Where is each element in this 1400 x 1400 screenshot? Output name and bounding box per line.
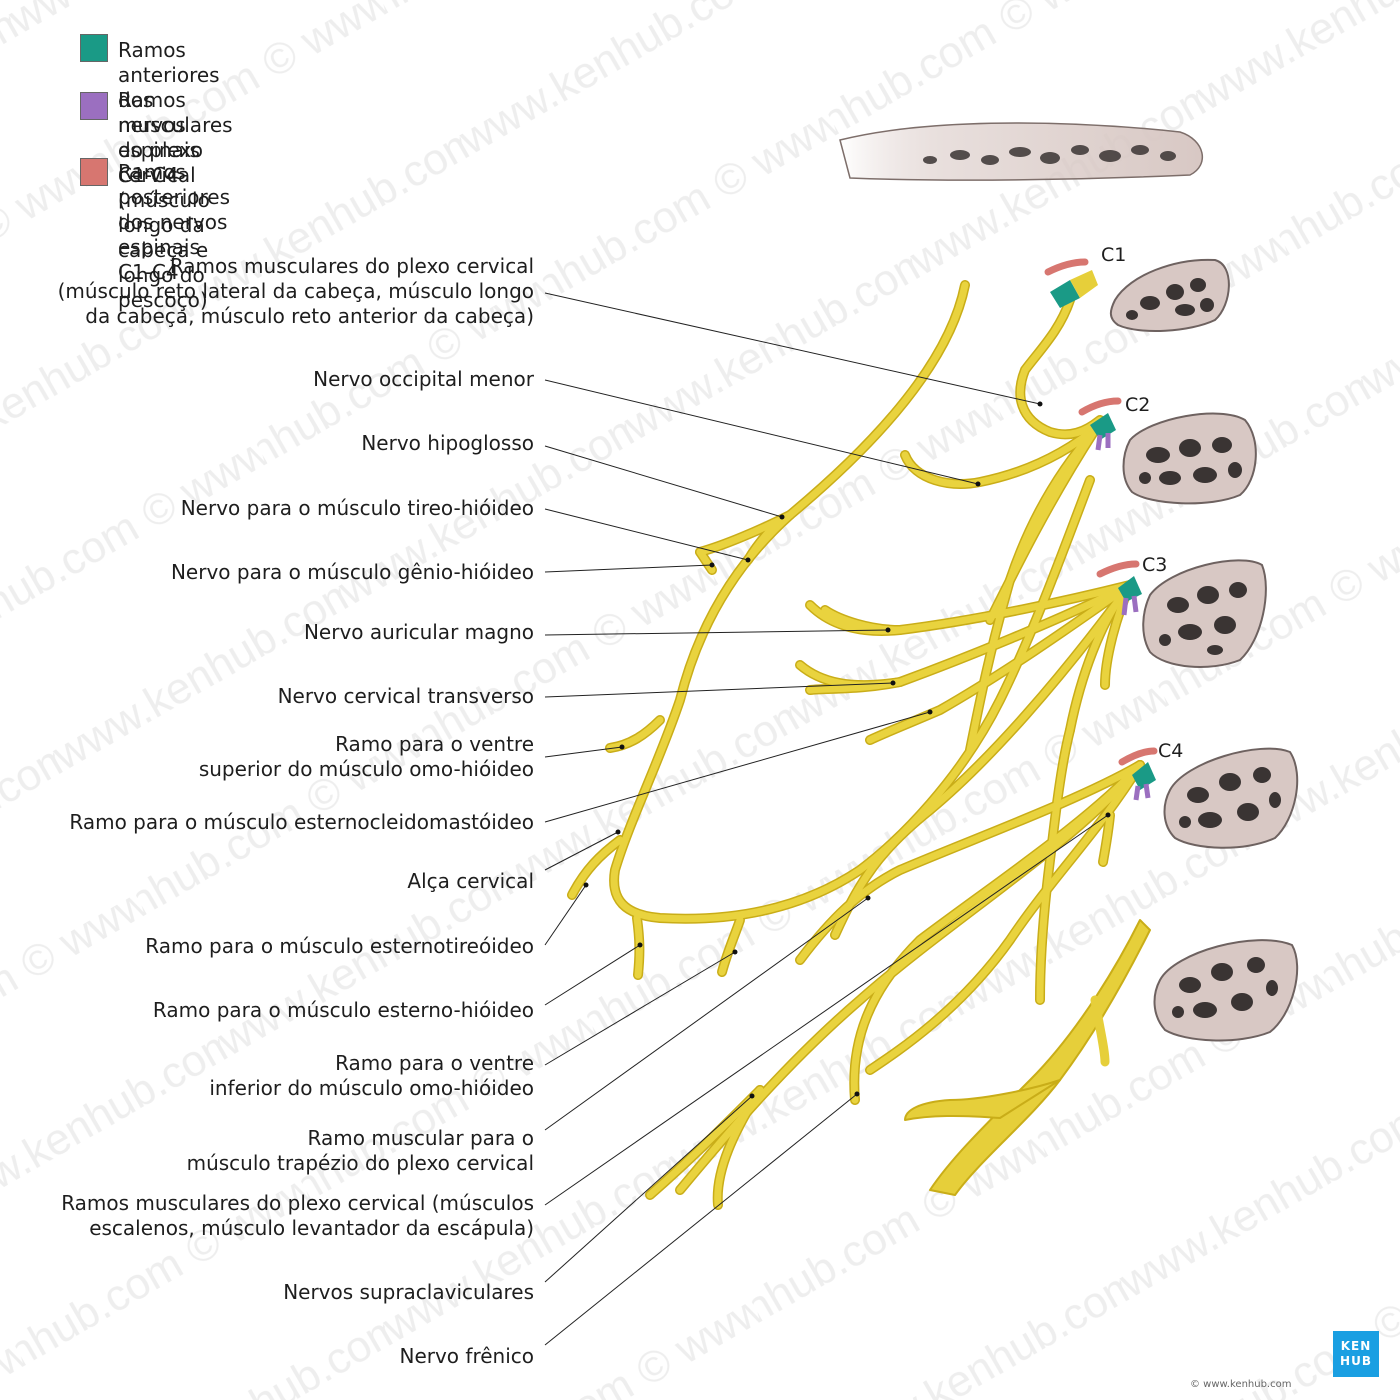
logo-line2: HUB xyxy=(1340,1354,1372,1368)
label-sternothyroid-branch: Ramo para o músculo esternotireóideo xyxy=(145,934,534,958)
legend-swatch-red xyxy=(80,158,108,186)
root-c3 xyxy=(1096,560,1142,616)
label-sternohyoid-branch: Ramo para o músculo esterno-hióideo xyxy=(152,998,534,1022)
nerve-network xyxy=(567,280,1151,1210)
label-phrenic-nerve: Nervo frênico xyxy=(399,1344,534,1368)
vertebra-label-c2: C2 xyxy=(1125,394,1151,416)
root-c2 xyxy=(1078,397,1122,451)
vertebra-c5 xyxy=(1153,939,1299,1042)
root-c1 xyxy=(1044,258,1098,308)
legend-label: Ramos posteriores dos nervos espinais C1… xyxy=(118,160,231,284)
label-ansa-cervicalis: Alça cervical xyxy=(407,869,534,893)
label-lesser-occipital-nerve: Nervo occipital menor xyxy=(313,367,534,391)
legend-swatch-purple xyxy=(80,92,108,120)
label-muscular-branches-rectus: Ramos musculares do plexo cervical (músc… xyxy=(57,254,534,328)
vertebra-label-c4: C4 xyxy=(1158,740,1184,762)
leader-lines xyxy=(544,292,1109,1346)
vertebra-label-c1: C1 xyxy=(1101,244,1127,266)
credit-text: © www.kenhub.com xyxy=(1190,1379,1292,1390)
legend-swatch-teal xyxy=(80,34,108,62)
skull-base-bone xyxy=(839,122,1204,181)
vertebra-c3 xyxy=(1142,559,1267,668)
label-sternocleidomastoid-branch: Ramo para o músculo esternocleidomastóid… xyxy=(69,810,534,834)
legend-label: Ramos anteriores dos nervos espinais C1-… xyxy=(118,38,220,187)
vertebra-c1 xyxy=(1109,258,1230,332)
label-transverse-cervical-nerve: Nervo cervical transverso xyxy=(277,684,534,708)
label-supraclavicular-nerves: Nervos supraclaviculares xyxy=(283,1280,534,1304)
label-hypoglossal-nerve: Nervo hipoglosso xyxy=(361,431,534,455)
vertebra-c2 xyxy=(1122,412,1257,505)
label-trapezius-branch: Ramo muscular para o músculo trapézio do… xyxy=(186,1126,534,1175)
label-thyrohyoid-nerve: Nervo para o músculo tireo-hióideo xyxy=(180,496,534,520)
vertebra-c4 xyxy=(1163,747,1299,849)
label-superior-omohyoid-branch: Ramo para o ventre superior do músculo o… xyxy=(198,732,534,781)
label-inferior-omohyoid-branch: Ramo para o ventre inferior do músculo o… xyxy=(209,1051,534,1100)
label-great-auricular-nerve: Nervo auricular magno xyxy=(303,620,534,644)
label-geniohyoid-nerve: Nervo para o músculo gênio-hióideo xyxy=(170,560,534,584)
legend-label: Ramos musculares do plexo cervical (músc… xyxy=(118,88,233,312)
root-c4 xyxy=(1118,747,1158,801)
label-scalene-levator-branches: Ramos musculares do plexo cervical (músc… xyxy=(61,1191,534,1240)
leader-dots xyxy=(583,401,1111,1099)
logo-line1: KEN xyxy=(1340,1339,1372,1353)
kenhub-logo: KEN HUB xyxy=(1333,1331,1379,1377)
vertebra-label-c3: C3 xyxy=(1142,554,1168,576)
